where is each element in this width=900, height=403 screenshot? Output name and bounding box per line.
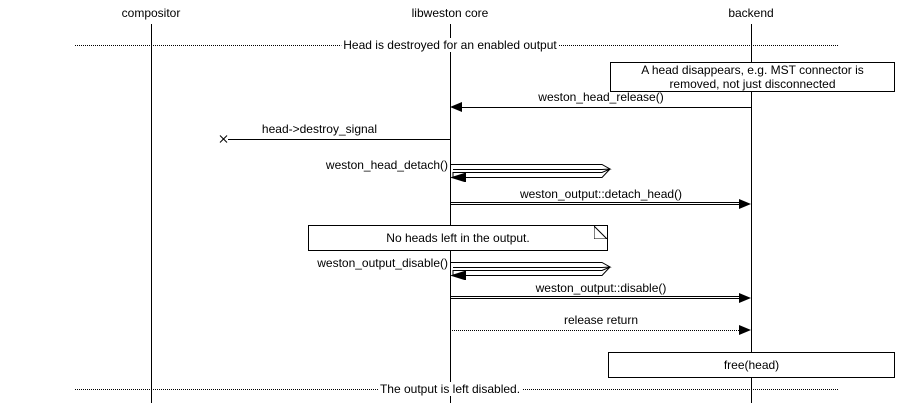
weston-head-release-arrowhead <box>450 102 462 112</box>
weston-output-detach-head-arrowhead <box>739 199 751 209</box>
note-fold-corner-icon <box>594 226 607 239</box>
free-head-note-text: free(head) <box>723 358 780 372</box>
head-disappears-note-line2: removed, not just disconnected <box>669 77 836 91</box>
lifeline-compositor <box>151 24 152 403</box>
head-destroy-signal-label: head->destroy_signal <box>261 122 377 136</box>
lifeline-backend <box>751 24 752 403</box>
participant-label-libweston-core: libweston core <box>411 6 489 20</box>
no-heads-note: No heads left in the output. <box>308 225 608 251</box>
head-destroy-signal-line <box>228 139 450 140</box>
weston-output-detach-head-label: weston_output::detach_head() <box>519 187 683 201</box>
weston-output-disable-line <box>450 296 741 299</box>
top-separator-label: Head is destroyed for an enabled output <box>341 38 559 52</box>
weston-output-disable-self-call <box>450 258 615 280</box>
release-return-label: release return <box>563 313 639 327</box>
lost-message-x-icon <box>218 134 228 144</box>
free-head-note: free(head) <box>608 352 895 378</box>
weston-head-detach-label: weston_head_detach() <box>325 158 448 172</box>
participant-label-compositor: compositor <box>121 6 181 20</box>
release-return-line <box>450 330 739 331</box>
weston-output-disable-call-label: weston_output_disable() <box>317 256 448 270</box>
weston-output-disable-label: weston_output::disable() <box>535 281 667 295</box>
release-return-arrowhead <box>739 325 751 335</box>
weston-output-disable-arrowhead <box>739 293 751 303</box>
participant-label-backend: backend <box>728 6 774 20</box>
weston-head-release-line <box>456 107 751 108</box>
weston-output-detach-head-line <box>450 202 741 205</box>
bottom-separator-label: The output is left disabled. <box>377 382 523 396</box>
weston-head-detach-self-call <box>450 160 615 182</box>
head-disappears-note-line1: A head disappears, e.g. MST connector is <box>641 63 864 77</box>
head-disappears-note: A head disappears, e.g. MST connector is… <box>610 62 895 92</box>
weston-head-release-label: weston_head_release() <box>538 90 664 104</box>
lifeline-libweston-core <box>450 24 451 403</box>
no-heads-note-text: No heads left in the output. <box>386 231 530 245</box>
